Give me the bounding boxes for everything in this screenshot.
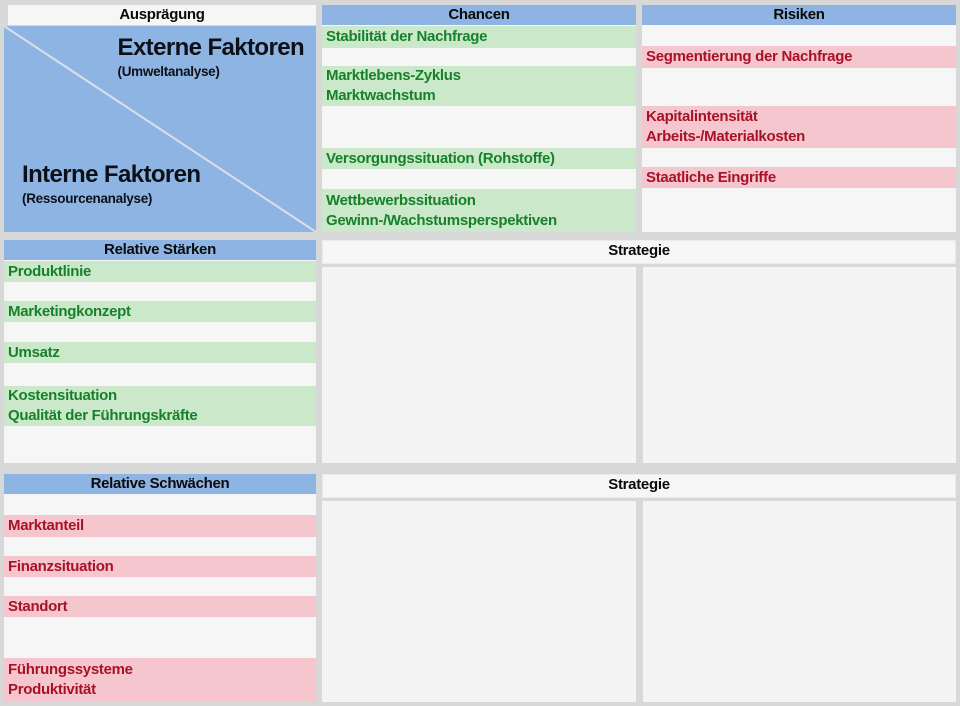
- spacer: [642, 25, 956, 46]
- strengths-header: Relative Stärken: [4, 240, 316, 260]
- weaknesses-section: Relative Schwächen Marktanteil Finanzsit…: [4, 474, 316, 702]
- opportunity-item: Stabilität der Nachfrage: [322, 26, 636, 48]
- spacer: [322, 169, 636, 189]
- strategy-bottom-box-left: [322, 501, 636, 702]
- spacer: [4, 577, 316, 596]
- external-factors-block: Externe Faktoren (Umweltanalyse): [117, 34, 305, 80]
- diagonal-divider-line: [4, 26, 316, 232]
- spacer: [322, 106, 636, 148]
- opportunities-header: Chancen: [322, 5, 636, 25]
- strategy-top-section: Strategie: [322, 240, 956, 463]
- spacer: [4, 322, 316, 342]
- spacer: [4, 282, 316, 301]
- spacer: [4, 494, 316, 515]
- strategy-top-boxes: [322, 267, 956, 463]
- strategy-bottom-boxes: [322, 501, 956, 702]
- risk-item: Kapitalintensität Arbeits-/Materialkoste…: [642, 106, 956, 148]
- opportunity-item: Marktlebens-Zyklus Marktwachstum: [322, 66, 636, 106]
- factors-diagonal-box: Externe Faktoren (Umweltanalyse) Interne…: [4, 26, 316, 232]
- strategy-top-header: Strategie: [322, 240, 956, 264]
- strength-item: Kostensituation Qualität der Führungskrä…: [4, 386, 316, 426]
- spacer: [642, 148, 956, 167]
- strategy-bottom-section: Strategie: [322, 474, 956, 702]
- opportunity-item: Versorgungssituation (Rohstoffe): [322, 148, 636, 169]
- corner-header: Ausprägung: [8, 5, 316, 25]
- risk-item: Staatliche Eingriffe: [642, 167, 956, 188]
- spacer: [642, 68, 956, 106]
- spacer: [4, 537, 316, 556]
- internal-factors-title: Interne Faktoren: [22, 161, 201, 188]
- external-factors-title: Externe Faktoren: [117, 34, 305, 61]
- external-factors-subtitle: (Umweltanalyse): [117, 64, 220, 79]
- strategy-top-box-right: [642, 267, 956, 463]
- spacer: [4, 363, 316, 386]
- weakness-item: Standort: [4, 596, 316, 617]
- weakness-item: Führungssysteme Produktivität: [4, 658, 316, 702]
- factors-corner-section: Ausprägung Externe Faktoren (Umweltanaly…: [4, 5, 316, 232]
- spacer: [322, 48, 636, 66]
- strategy-top-box-left: [322, 267, 636, 463]
- strength-item: Produktlinie: [4, 261, 316, 282]
- risks-section: Risiken Segmentierung der Nachfrage Kapi…: [642, 5, 956, 232]
- internal-factors-block: Interne Faktoren (Ressourcenanalyse): [22, 161, 201, 207]
- risks-header: Risiken: [642, 5, 956, 25]
- strategy-bottom-box-right: [642, 501, 956, 702]
- strength-item: Umsatz: [4, 342, 316, 363]
- weaknesses-header: Relative Schwächen: [4, 474, 316, 494]
- spacer: [4, 617, 316, 658]
- strength-item: Marketingkonzept: [4, 301, 316, 322]
- weakness-item: Marktanteil: [4, 515, 316, 537]
- weakness-item: Finanzsituation: [4, 556, 316, 577]
- strengths-section: Relative Stärken Produktlinie Marketingk…: [4, 240, 316, 463]
- strategy-bottom-header: Strategie: [322, 474, 956, 498]
- opportunities-section: Chancen Stabilität der Nachfrage Marktle…: [322, 5, 636, 232]
- risk-item: Segmentierung der Nachfrage: [642, 46, 956, 68]
- opportunity-item: Wettbewerbssituation Gewinn-/Wachstumspe…: [322, 189, 636, 232]
- internal-factors-subtitle: (Ressourcenanalyse): [22, 191, 153, 206]
